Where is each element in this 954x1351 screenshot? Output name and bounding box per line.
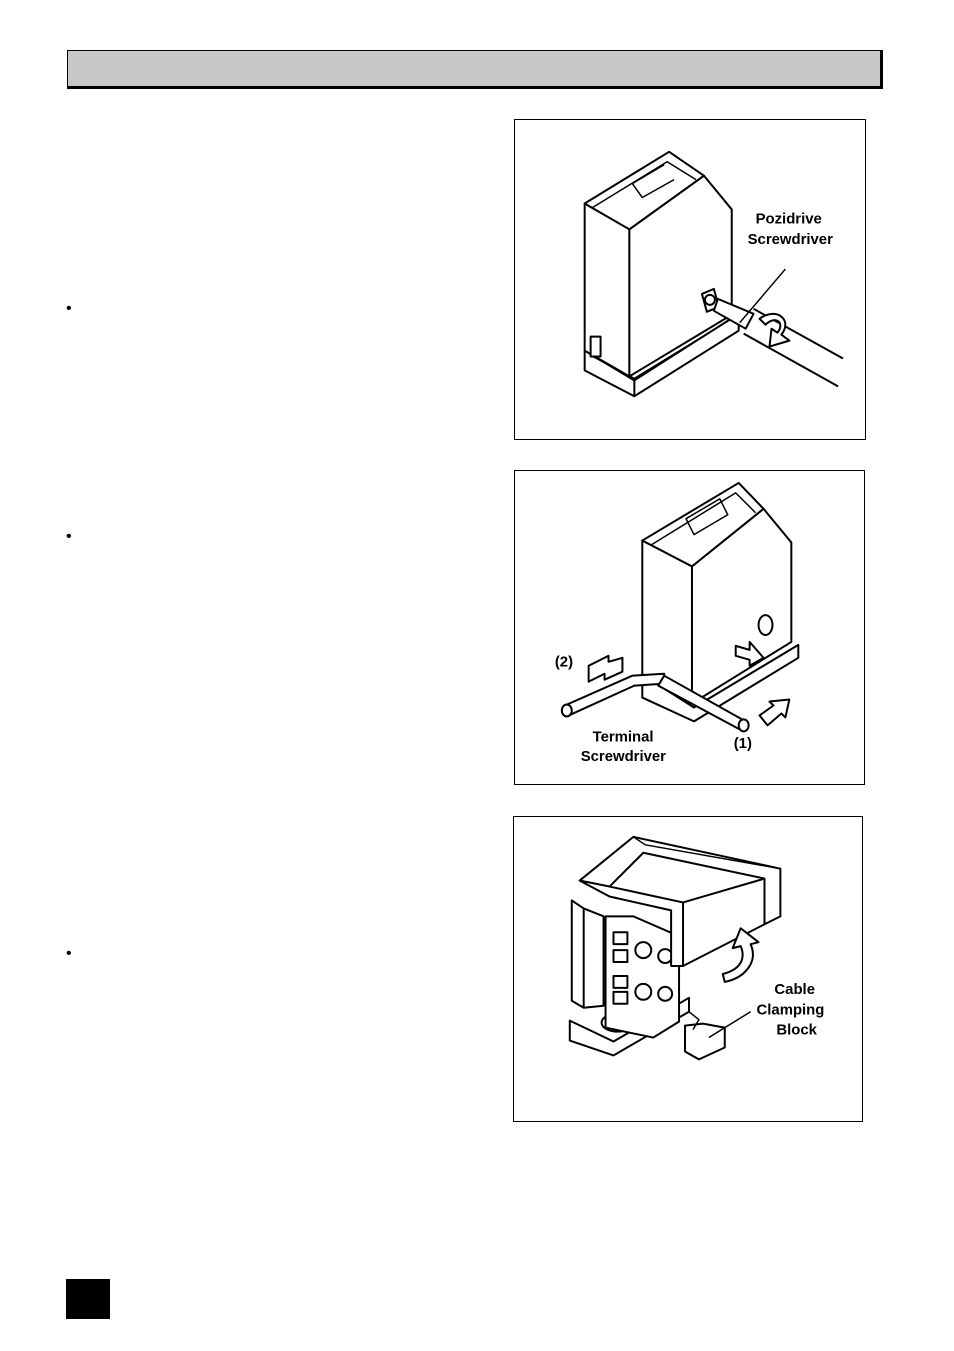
figure-2-illustration: (2) Terminal Screwdriver (1): [555, 481, 800, 765]
figure-terminal-screwdriver: (2) Terminal Screwdriver (1): [514, 470, 865, 785]
label-clamping: Clamping: [757, 1003, 825, 1019]
label-cable: Cable: [774, 982, 815, 998]
figure-1-illustration: Pozidrive Screwdriver: [583, 150, 844, 398]
label-pozidrive: Pozidrive: [756, 211, 822, 227]
figure-pozidrive-screwdriver: Pozidrive Screwdriver: [514, 119, 866, 440]
figure-3-illustration: Cable Clamping Block: [568, 835, 825, 1061]
label-2: (2): [555, 655, 573, 671]
bullet-1: •: [66, 300, 72, 317]
figure-cable-clamping-block: Cable Clamping Block: [513, 816, 863, 1122]
label-screwdriver-2: Screwdriver: [581, 749, 666, 765]
label-terminal: Terminal: [593, 729, 654, 745]
label-block: Block: [776, 1023, 817, 1039]
page-number-box: [66, 1279, 110, 1319]
label-screwdriver: Screwdriver: [748, 232, 833, 248]
bullet-2: •: [66, 528, 72, 545]
label-1: (1): [734, 736, 752, 752]
bullet-3: •: [66, 945, 72, 962]
section-header-bar: [67, 50, 883, 89]
